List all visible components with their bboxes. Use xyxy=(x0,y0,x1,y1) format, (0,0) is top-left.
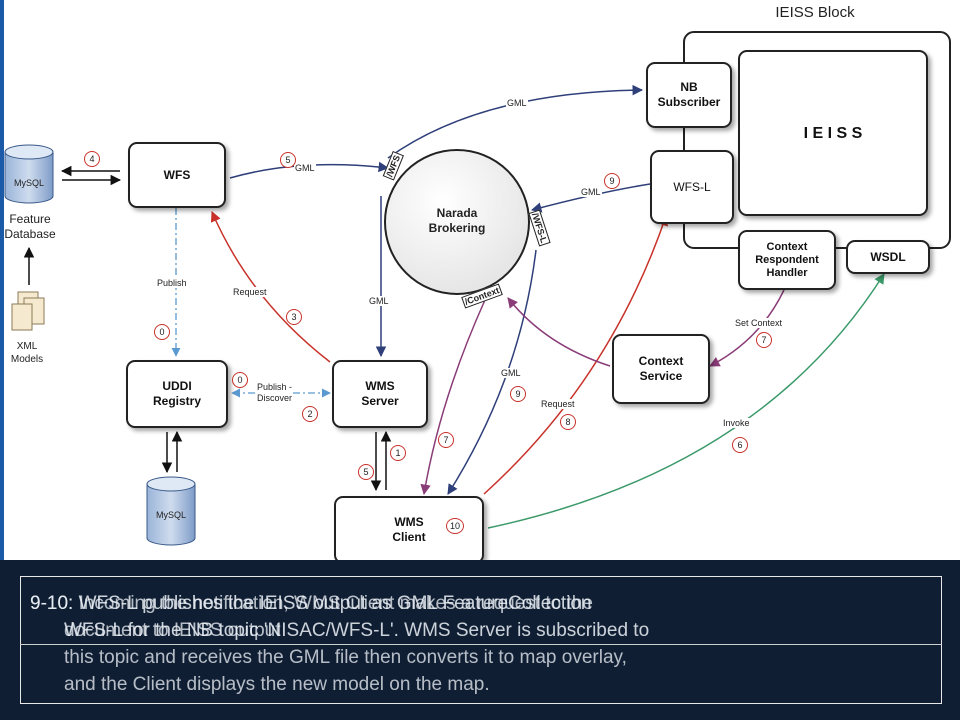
ieiss-box[interactable]: I E I S S xyxy=(738,50,928,216)
arrow-broker-context-to-client xyxy=(420,299,486,496)
wsdl-box[interactable]: WSDL xyxy=(846,240,930,274)
caption-frame xyxy=(20,576,942,704)
edge-label-publish-discover: Publish - Discover xyxy=(256,382,294,404)
uddi-registry-box[interactable]: UDDI Registry xyxy=(126,360,228,428)
xml-models-label: XML Models xyxy=(10,341,44,365)
mysql-top-label: MySQL xyxy=(13,178,44,188)
caption-front-line-1: 9-10: Incoming the notification, WMS Cli… xyxy=(30,593,593,614)
step-number: 0 xyxy=(232,372,248,388)
edge-label-gml-broker-client: GML xyxy=(500,368,522,378)
context-respondent-handler-box[interactable]: Context Respondent Handler xyxy=(738,230,836,290)
wfs-box[interactable]: WFS xyxy=(128,142,226,208)
edge-label-set-context: Set Context xyxy=(734,318,784,328)
caption-panel xyxy=(0,560,960,720)
edge-label-request-client: Request xyxy=(540,399,576,409)
caption-text-layer-front: 9-10: Incoming the notification, WMS Cli… xyxy=(30,590,930,698)
arrow-client-request-wfsl xyxy=(483,215,668,495)
step-number: 3 xyxy=(286,309,302,325)
nb-subscriber-box[interactable]: NB Subscriber xyxy=(646,62,732,128)
mysql-bottom-cylinder xyxy=(146,476,196,546)
edge-label-request-wfs: Request xyxy=(232,287,268,297)
step-number: 1 xyxy=(390,445,406,461)
arrow-server-request-wfs xyxy=(210,211,331,363)
left-accent-bar xyxy=(0,0,4,720)
step-number: 10 xyxy=(446,518,464,534)
arrow-client-invoke-wsdl xyxy=(487,273,885,529)
context-service-box[interactable]: Context Service xyxy=(612,334,710,404)
narada-brokering-label: Narada Brokering xyxy=(428,206,486,235)
caption-back-line-1: 9-10: WFS-L publishes the IEISS output a… xyxy=(30,593,592,614)
caption-body-line-2: and the Client displays the new model on… xyxy=(64,674,490,695)
step-number: 6 xyxy=(732,437,748,453)
edge-label-gml-wfsl: GML xyxy=(580,187,602,197)
wms-server-box[interactable]: WMS Server xyxy=(332,360,428,428)
wfs-l-box[interactable]: WFS-L xyxy=(650,150,734,224)
step-number: 7 xyxy=(438,432,454,448)
step-number: 5 xyxy=(358,464,374,480)
step-number: 2 xyxy=(302,406,318,422)
xml-files-icon xyxy=(11,291,45,331)
caption-body-line-1: this topic and receives the GML file the… xyxy=(64,647,627,668)
mysql-top-cylinder xyxy=(4,144,54,204)
wms-client-box[interactable]: WMS Client xyxy=(334,496,484,564)
edge-label-gml-wfs: GML xyxy=(294,163,316,173)
caption-divider xyxy=(20,644,942,645)
arrow-broker-gml-to-nb xyxy=(387,84,644,159)
edge-label-publish: Publish xyxy=(156,278,188,288)
narada-broker-circle xyxy=(384,149,530,295)
step-number: 0 xyxy=(154,324,170,340)
arrow-handler-set-context xyxy=(709,289,785,367)
edge-label-gml-nb: GML xyxy=(506,98,528,108)
arrow-context-to-broker xyxy=(507,297,611,367)
edge-label-gml-broker-server: GML xyxy=(368,296,390,306)
caption-text-layer-back: 9-10: WFS-L publishes the IEISS output a… xyxy=(30,590,930,644)
edge-label-invoke: Invoke xyxy=(722,418,751,428)
mysql-bottom-label: MySQL xyxy=(155,510,186,520)
ieiss-block-title: IEISS Block xyxy=(775,4,855,21)
feature-database-label: Feature Database xyxy=(4,212,56,241)
caption-front-line-2: document to IEISS output xyxy=(64,620,281,641)
caption-back-line-2: WFS-L for the NB topic 'NISAC/WFS-L'. WM… xyxy=(64,620,650,641)
step-number: 7 xyxy=(756,332,772,348)
step-number: 5 xyxy=(280,152,296,168)
step-number: 9 xyxy=(604,173,620,189)
step-number: 9 xyxy=(510,386,526,402)
step-number: 4 xyxy=(84,151,100,167)
step-number: 8 xyxy=(560,414,576,430)
